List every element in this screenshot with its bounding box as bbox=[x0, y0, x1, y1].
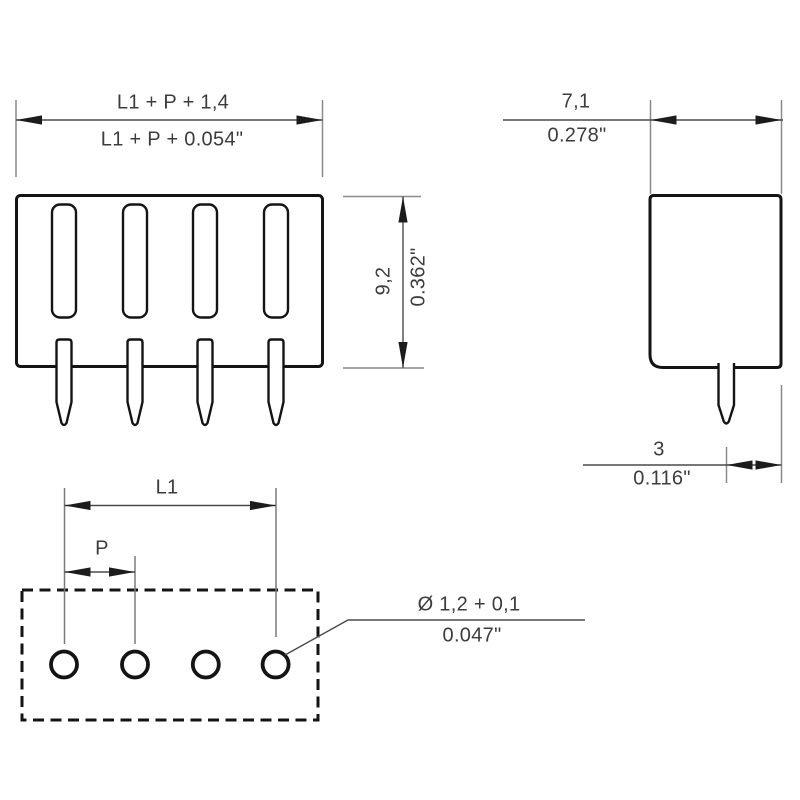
drill-hole bbox=[49, 649, 79, 680]
footprint-l1-dimension bbox=[63, 488, 277, 644]
front-view-pins bbox=[55, 338, 285, 427]
pin bbox=[126, 338, 144, 427]
footprint-pitch-dimension bbox=[64, 556, 136, 644]
footprint-l1-label: L1 bbox=[155, 476, 179, 499]
drill-hole bbox=[120, 649, 150, 680]
front-height-metric-label: 9,2 bbox=[372, 266, 395, 296]
arrowhead-right bbox=[755, 115, 782, 125]
arrowhead-left bbox=[64, 500, 91, 511]
arrowhead-down bbox=[398, 342, 408, 368]
slot bbox=[191, 203, 219, 319]
hole-diameter-imperial-label: 0.047" bbox=[442, 624, 502, 647]
side-view-body-outline bbox=[648, 194, 783, 369]
side-pin-offset-imperial-label: 0.116" bbox=[633, 467, 691, 490]
front-width-dimension bbox=[15, 100, 324, 177]
front-view-slots bbox=[50, 203, 290, 319]
arrowhead-right bbox=[250, 500, 276, 511]
pin bbox=[55, 338, 73, 427]
hole-diameter-leader-line bbox=[284, 619, 585, 656]
drill-hole bbox=[260, 649, 291, 680]
side-view bbox=[503, 100, 783, 483]
arrowhead-left bbox=[16, 115, 42, 125]
front-height-imperial-label: 0.362" bbox=[407, 247, 430, 307]
front-width-imperial-label: L1 + P + 0.054" bbox=[100, 128, 244, 151]
side-pin-outline bbox=[717, 363, 736, 425]
side-width-dimension bbox=[503, 100, 783, 194]
arrowhead-right bbox=[296, 115, 323, 125]
front-view bbox=[15, 100, 424, 427]
side-pin-offset-dimension bbox=[583, 385, 783, 483]
arrowhead-left bbox=[726, 460, 753, 470]
hole-diameter-metric-label: Ø 1,2 + 0,1 bbox=[417, 593, 521, 616]
footprint-pitch-label: P bbox=[95, 537, 109, 560]
slot bbox=[50, 203, 78, 319]
side-width-imperial-label: 0.278" bbox=[547, 124, 607, 147]
arrowhead-up bbox=[398, 196, 408, 223]
front-view-body-outline bbox=[15, 194, 324, 368]
arrowhead-left bbox=[650, 115, 677, 125]
arrowhead-right bbox=[755, 460, 782, 470]
side-pin-fill bbox=[718, 364, 734, 424]
side-pin-offset-metric-label: 3 bbox=[653, 438, 665, 461]
arrowhead-left bbox=[64, 567, 91, 577]
slot bbox=[262, 203, 290, 319]
footprint-outline-dashed bbox=[20, 588, 320, 722]
slot bbox=[121, 203, 149, 319]
footprint-view bbox=[20, 488, 585, 722]
arrowhead-right bbox=[109, 567, 135, 577]
front-width-metric-label: L1 + P + 1,4 bbox=[116, 91, 230, 114]
pin bbox=[196, 338, 214, 427]
side-width-metric-label: 7,1 bbox=[561, 90, 591, 113]
drill-hole bbox=[190, 649, 221, 680]
drill-holes bbox=[49, 649, 291, 680]
front-height-dimension bbox=[343, 195, 424, 369]
pin bbox=[267, 338, 285, 427]
